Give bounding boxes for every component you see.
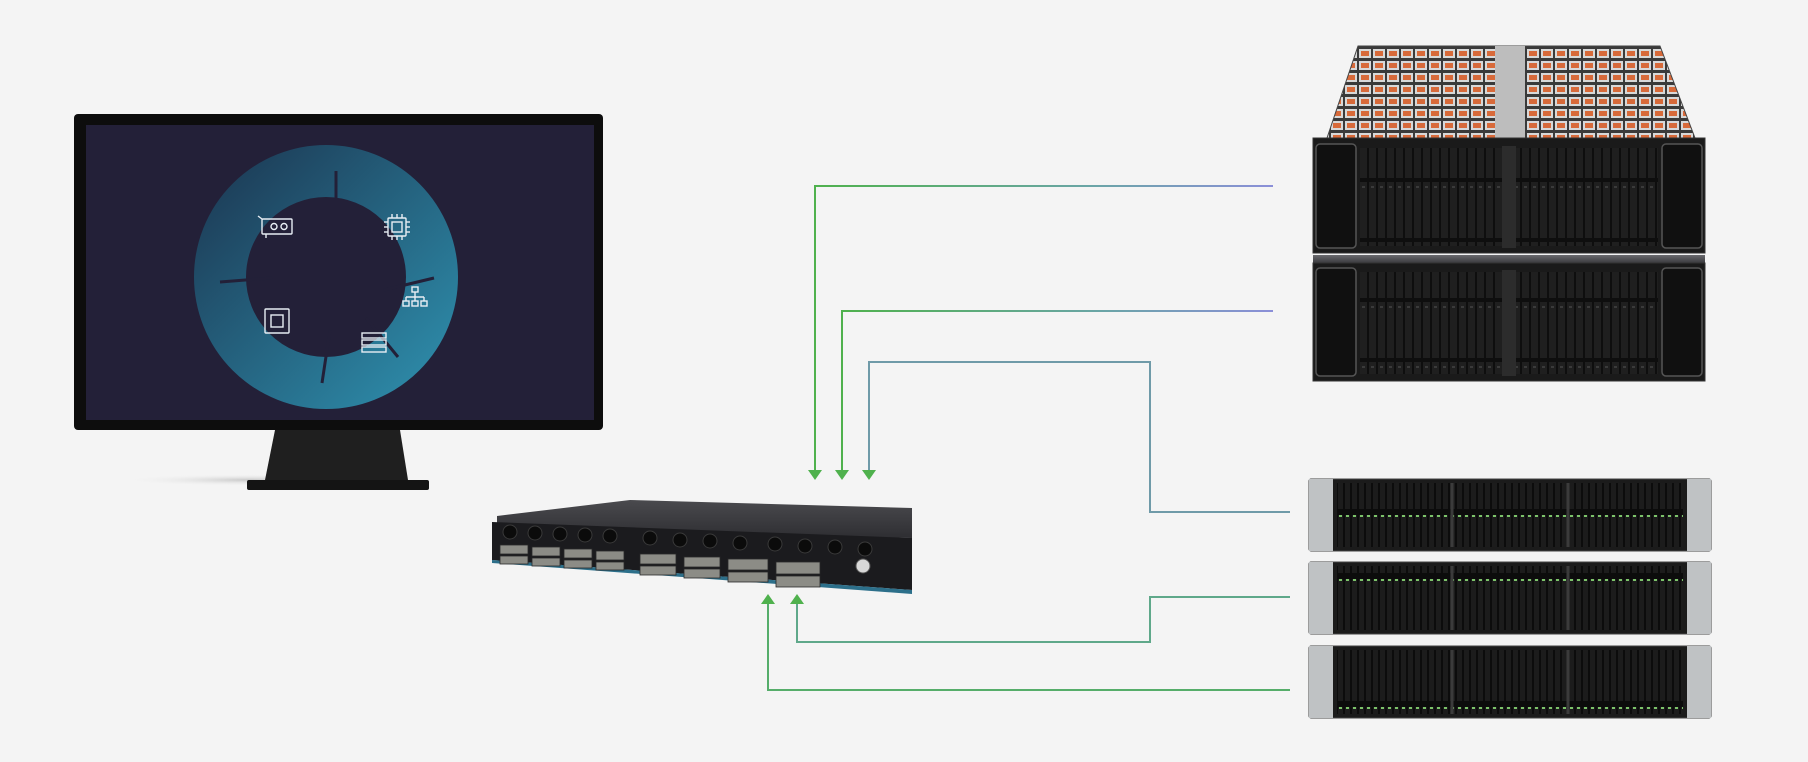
- connector-jbod-2-to-switch: [841, 310, 1273, 470]
- connector-lines: [767, 185, 1290, 691]
- server-drive-bays: [1337, 566, 1683, 630]
- server-ear-right: [1687, 562, 1711, 634]
- switch-ports: [499, 544, 821, 588]
- connector-server-3-to-switch: [767, 604, 1290, 691]
- monitor-stand: [265, 430, 408, 480]
- server-ear-right: [1687, 646, 1711, 718]
- connector-jbod-1-to-switch: [814, 185, 1273, 470]
- jbod-center-divider: [1502, 146, 1516, 248]
- server-drive-bays: [1337, 483, 1683, 547]
- jbod-chassis-top: [1313, 255, 1705, 263]
- arrow-down-icon: [808, 470, 822, 480]
- donut-divider: [383, 276, 435, 292]
- network-switch: [492, 500, 912, 594]
- server-ear-left: [1309, 479, 1333, 551]
- accelerator-chip-icon: [264, 308, 290, 334]
- donut-divider: [219, 276, 273, 284]
- network-topology-icon: [402, 286, 428, 307]
- cpu-chip-icon: [384, 214, 410, 240]
- rack-server-3: [1308, 645, 1712, 719]
- server-stack-icon: [361, 332, 387, 353]
- switch-power-button: [855, 558, 871, 574]
- jbod-handle-left: [1315, 267, 1357, 377]
- arrow-up-icon: [761, 594, 775, 604]
- jbod-storage-enclosure-1: [1312, 45, 1706, 254]
- arrow-down-icon: [862, 470, 876, 480]
- donut-chart: [194, 145, 458, 409]
- arrowheads: [761, 470, 876, 604]
- server-ear-right: [1687, 479, 1711, 551]
- gpu-card-icon: [257, 215, 293, 238]
- server-drive-bays: [1337, 650, 1683, 714]
- server-ear-left: [1309, 646, 1333, 718]
- jbod-top-center-spine: [1495, 46, 1525, 138]
- jbod-handle-right: [1661, 143, 1703, 249]
- server-ear-left: [1309, 562, 1333, 634]
- monitor-stand-base: [247, 480, 429, 490]
- arrow-down-icon: [835, 470, 849, 480]
- arrow-up-icon: [790, 594, 804, 604]
- connector-server-2-to-switch: [796, 596, 1290, 643]
- monitor: [74, 114, 603, 490]
- jbod-handle-left: [1315, 143, 1357, 249]
- jbod-storage-enclosure-2: [1312, 255, 1706, 382]
- jbod-handle-right: [1661, 267, 1703, 377]
- switch-fan-vents: [502, 524, 873, 557]
- donut-divider: [320, 329, 332, 384]
- rack-server-2: [1308, 561, 1712, 635]
- rack-server-1: [1308, 478, 1712, 552]
- jbod-center-divider: [1502, 270, 1516, 376]
- connector-server-1-to-switch: [868, 361, 1290, 513]
